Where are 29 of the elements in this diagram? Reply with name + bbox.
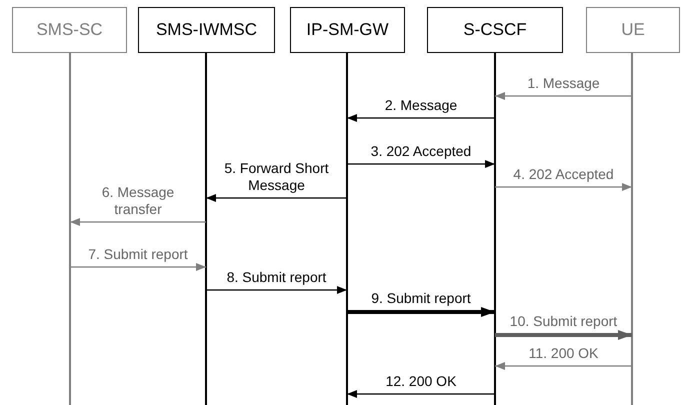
message-label: 8. Submit report [226,269,328,286]
participant-box: S-CSCF [427,7,563,53]
message-label: 3. 202 Accepted [370,143,472,160]
message-label: 11. 200 OK [528,345,600,362]
message-label: 9. Submit report [370,290,472,307]
message-arrow [347,114,495,122]
participant-box: SMS-IWMSC [138,7,275,53]
message-arrow [495,362,632,370]
message-label: 6. Message transfer [100,184,176,218]
message-arrow [495,183,632,191]
message-arrow [347,390,495,398]
message-label: 10. Submit report [508,313,618,330]
message-arrow [495,92,632,100]
message-arrow [206,286,347,294]
message-label: 7. Submit report [87,246,189,263]
message-arrow [206,194,347,202]
message-label: 2. Message [384,97,458,114]
message-arrow [495,330,632,340]
participant-box: UE [586,7,680,53]
message-label: 4. 202 Accepted [512,166,615,183]
participant-box: IP-SM-GW [290,7,405,53]
message-arrow [70,218,206,226]
message-label: 5. Forward Short Message [223,160,330,194]
message-label: 1. Message [526,75,601,92]
message-label: 12. 200 OK [384,373,458,390]
message-arrow [347,307,495,317]
message-arrow [347,160,495,168]
message-arrow [70,263,206,271]
participant-box: SMS-SC [12,7,127,53]
